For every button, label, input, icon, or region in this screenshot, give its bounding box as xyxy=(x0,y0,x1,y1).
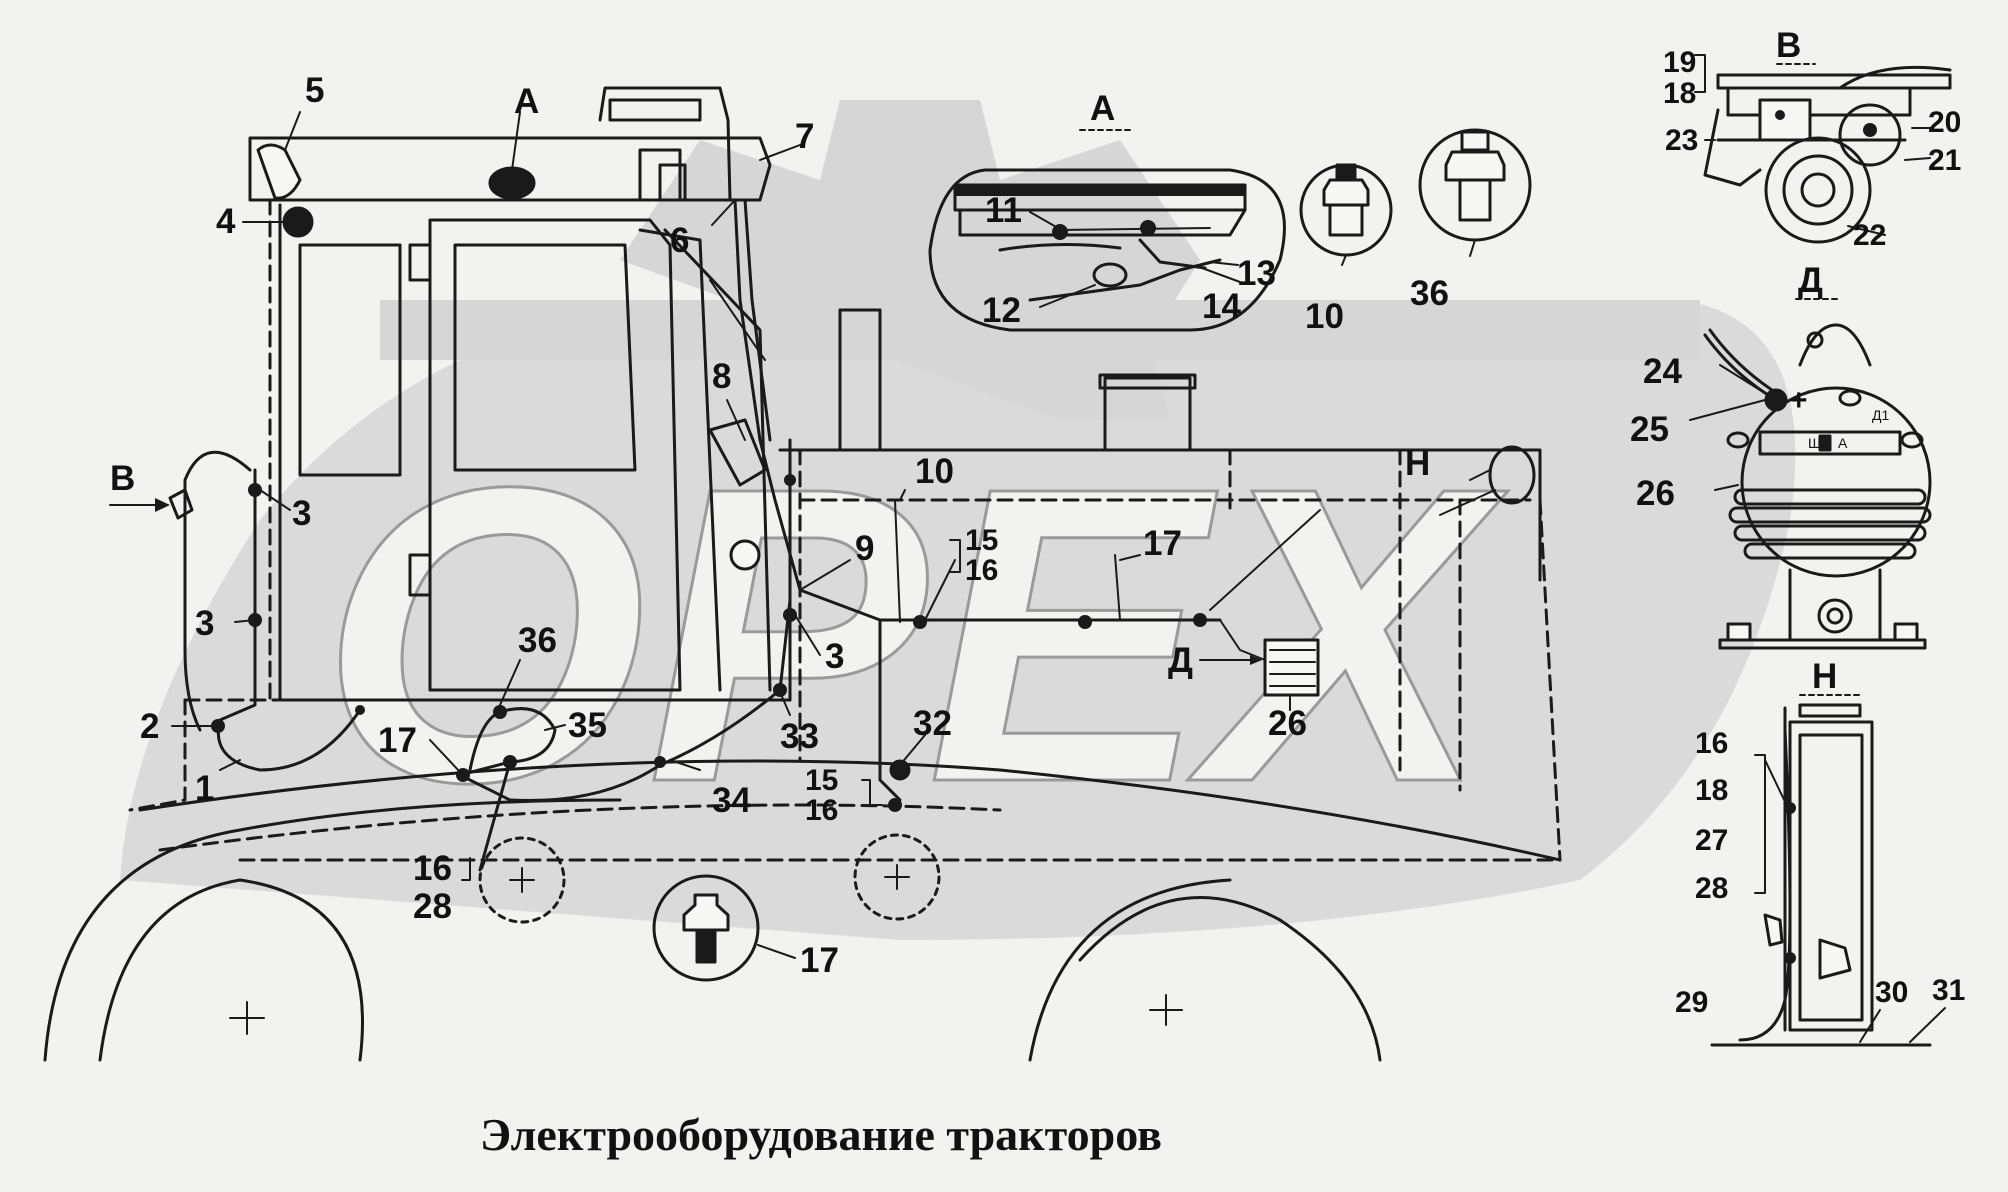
sensor-17-detail xyxy=(652,874,796,982)
callout-10: 10 xyxy=(915,452,954,491)
callout-32: 32 xyxy=(913,704,952,743)
callout-3c: 3 xyxy=(825,637,844,676)
watermark-text: ОРЕХ xyxy=(320,401,1509,870)
callout-23: 23 xyxy=(1665,124,1698,157)
callout-7: 7 xyxy=(795,117,814,156)
callout-27n: 27 xyxy=(1695,824,1728,857)
detail-sensor-36 xyxy=(1418,128,1532,257)
callout-17c: 17 xyxy=(800,941,839,980)
view-n-bracket xyxy=(1710,694,1946,1047)
view-b xyxy=(1694,54,1952,244)
watermark: ОРЕХ xyxy=(120,100,1796,940)
work-lamp-5 xyxy=(256,143,302,200)
callout-15b: 15 xyxy=(805,764,838,797)
callout-16a: 16 xyxy=(965,554,998,587)
callout-1: 1 xyxy=(195,769,214,808)
callout-11: 11 xyxy=(985,191,1022,230)
callout-12: 12 xyxy=(982,291,1021,330)
generator-sh-mark: Ш xyxy=(1808,435,1821,451)
leader-lines xyxy=(109,111,1291,881)
mirror-8 xyxy=(708,418,767,487)
callout-14: 14 xyxy=(1202,287,1241,326)
callout-4: 4 xyxy=(216,202,236,241)
callout-31: 31 xyxy=(1932,974,1965,1007)
callout-36a: 36 xyxy=(518,621,557,660)
detail-sensor-10 xyxy=(1299,163,1393,266)
callout-28n: 28 xyxy=(1695,872,1728,905)
callout-3a: 3 xyxy=(292,494,311,533)
callout-33: 33 xyxy=(780,717,819,756)
callout-15a: 15 xyxy=(965,524,998,557)
callout-28c: 28 xyxy=(413,887,452,926)
callout-19: 19 xyxy=(1663,46,1696,79)
callout-24: 24 xyxy=(1643,352,1682,391)
generator-vents xyxy=(1728,488,1932,560)
callout-18n: 18 xyxy=(1695,774,1728,807)
page-title: Электрооборудование тракторов xyxy=(480,1109,1162,1160)
callout-22: 22 xyxy=(1853,219,1886,252)
view-arrow-d: Д xyxy=(1168,641,1193,680)
callout-labels: 5 4 А 7 6 8 9 10 15 16 17 3 3 3 В 2 1 36… xyxy=(110,26,1965,1019)
view-arrow-n: Н xyxy=(1405,444,1430,483)
callout-6: 6 xyxy=(670,221,689,260)
callout-21: 21 xyxy=(1928,144,1961,177)
callout-17b: 17 xyxy=(378,721,417,760)
generator-a-mark: А xyxy=(1838,435,1848,451)
callout-30: 30 xyxy=(1875,976,1908,1009)
callout-26b: 26 xyxy=(1636,474,1675,513)
callout-17a: 17 xyxy=(1143,524,1182,563)
rear-lamp xyxy=(168,488,194,520)
callout-26a: 26 xyxy=(1268,704,1307,743)
view-label-d: Д xyxy=(1798,261,1823,300)
lamp-4 xyxy=(282,206,314,238)
callout-16c: 16 xyxy=(413,849,452,888)
generator-d1-mark: Д1 xyxy=(1872,407,1889,423)
callout-29: 29 xyxy=(1675,986,1708,1019)
callout-9: 9 xyxy=(855,529,874,568)
view-label-a-top: А xyxy=(514,82,539,121)
callout-36b: 36 xyxy=(1410,274,1449,313)
callout-34: 34 xyxy=(712,781,751,820)
generator-26 xyxy=(1263,638,1320,697)
view-arrow-b: В xyxy=(110,459,135,498)
tractor-side-view xyxy=(43,86,1562,1062)
terminal-plus xyxy=(1764,388,1788,412)
callout-35: 35 xyxy=(568,706,607,745)
callout-8: 8 xyxy=(712,357,731,396)
view-label-b: В xyxy=(1776,26,1801,65)
callout-20: 20 xyxy=(1928,106,1961,139)
callout-13: 13 xyxy=(1237,254,1276,293)
callout-3b: 3 xyxy=(195,604,214,643)
view-a xyxy=(928,129,1286,332)
callout-25: 25 xyxy=(1630,410,1669,449)
callout-18: 18 xyxy=(1663,77,1696,110)
view-label-a: А xyxy=(1090,89,1115,128)
callout-16n: 16 xyxy=(1695,727,1728,760)
callout-10b: 10 xyxy=(1305,297,1344,336)
wheel-centers xyxy=(229,864,1183,1035)
view-d-generator: + Д1 Ш А xyxy=(1689,298,1932,650)
callout-16b: 16 xyxy=(805,794,838,827)
callout-5: 5 xyxy=(305,71,324,110)
callout-2: 2 xyxy=(140,707,159,746)
view-label-n: Н xyxy=(1812,657,1837,696)
beacon-lamp xyxy=(488,166,536,200)
generator-plus-mark: + xyxy=(1790,384,1808,417)
